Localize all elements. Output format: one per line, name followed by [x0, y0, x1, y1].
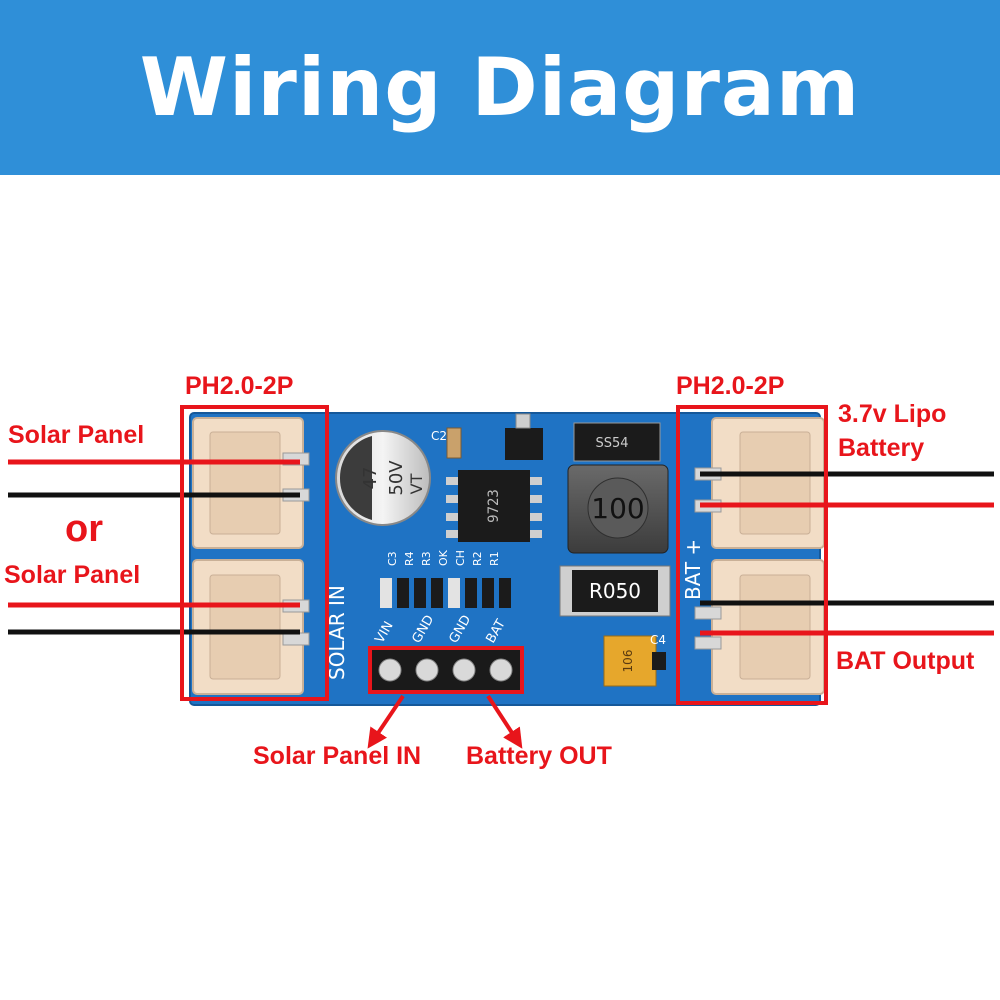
page-title: Wiring Diagram — [139, 41, 861, 134]
pin-vin — [378, 658, 402, 682]
r3-label: R3 — [420, 551, 433, 566]
solar-panel-in-label: Solar Panel IN — [253, 742, 422, 770]
smd-resistor-row — [380, 578, 511, 608]
diode — [573, 422, 661, 462]
r2-label: R2 — [471, 551, 484, 566]
title-banner: Wiring Diagram — [0, 0, 1000, 175]
resistor-marking: R050 — [589, 579, 641, 603]
left-connector-highlight — [180, 405, 329, 701]
cap-series-text: VT — [407, 473, 426, 494]
arrow-solar-in — [367, 694, 405, 749]
right-connector-highlight — [676, 405, 828, 705]
solar-panel-label-1: Solar Panel — [8, 421, 145, 449]
pin-bat — [489, 658, 513, 682]
r4-label: R4 — [403, 551, 416, 566]
cap-value-text: 47 — [360, 467, 381, 490]
lipo-battery-label-line1: 3.7v Lipo — [838, 400, 947, 428]
left-connector-label: PH2.0-2P — [185, 372, 294, 400]
bat-output-label: BAT Output — [836, 647, 975, 675]
lipo-battery-label-line2: Battery — [838, 434, 925, 462]
transistor — [505, 428, 543, 460]
main-ic — [446, 470, 542, 542]
c4-label: C4 — [650, 633, 666, 647]
ok-label: OK — [437, 549, 450, 566]
ch-label: CH — [454, 550, 467, 566]
arrow-battery-out — [486, 694, 523, 749]
ic-marking: 9723 — [486, 489, 502, 523]
diode-marking: SS54 — [595, 436, 628, 451]
bat-plus-silkscreen: BAT + — [681, 539, 705, 600]
left-connector-bottom — [192, 559, 310, 695]
or-label: or — [65, 508, 103, 550]
left-connector-top — [192, 417, 310, 549]
c3-label: C3 — [386, 551, 399, 566]
tantalum-capacitor — [603, 635, 657, 687]
c2-component — [446, 427, 462, 459]
pin-gnd-2 — [452, 658, 476, 682]
inductor-marking: 100 — [591, 492, 644, 525]
pin-gnd-1 — [415, 658, 439, 682]
pin-header-highlight — [368, 646, 524, 694]
cap-voltage-text: 50V — [386, 460, 407, 496]
electrolytic-capacitor — [335, 430, 431, 526]
c2-label: C2 — [431, 429, 447, 443]
battery-out-label: Battery OUT — [466, 742, 612, 770]
right-connector-top — [694, 417, 825, 549]
r1-label: R1 — [488, 551, 501, 566]
tantalum-marking: 106 — [621, 650, 635, 673]
right-connector-label: PH2.0-2P — [676, 372, 785, 400]
solar-panel-label-2: Solar Panel — [4, 561, 141, 589]
right-connector-bottom — [694, 559, 825, 695]
